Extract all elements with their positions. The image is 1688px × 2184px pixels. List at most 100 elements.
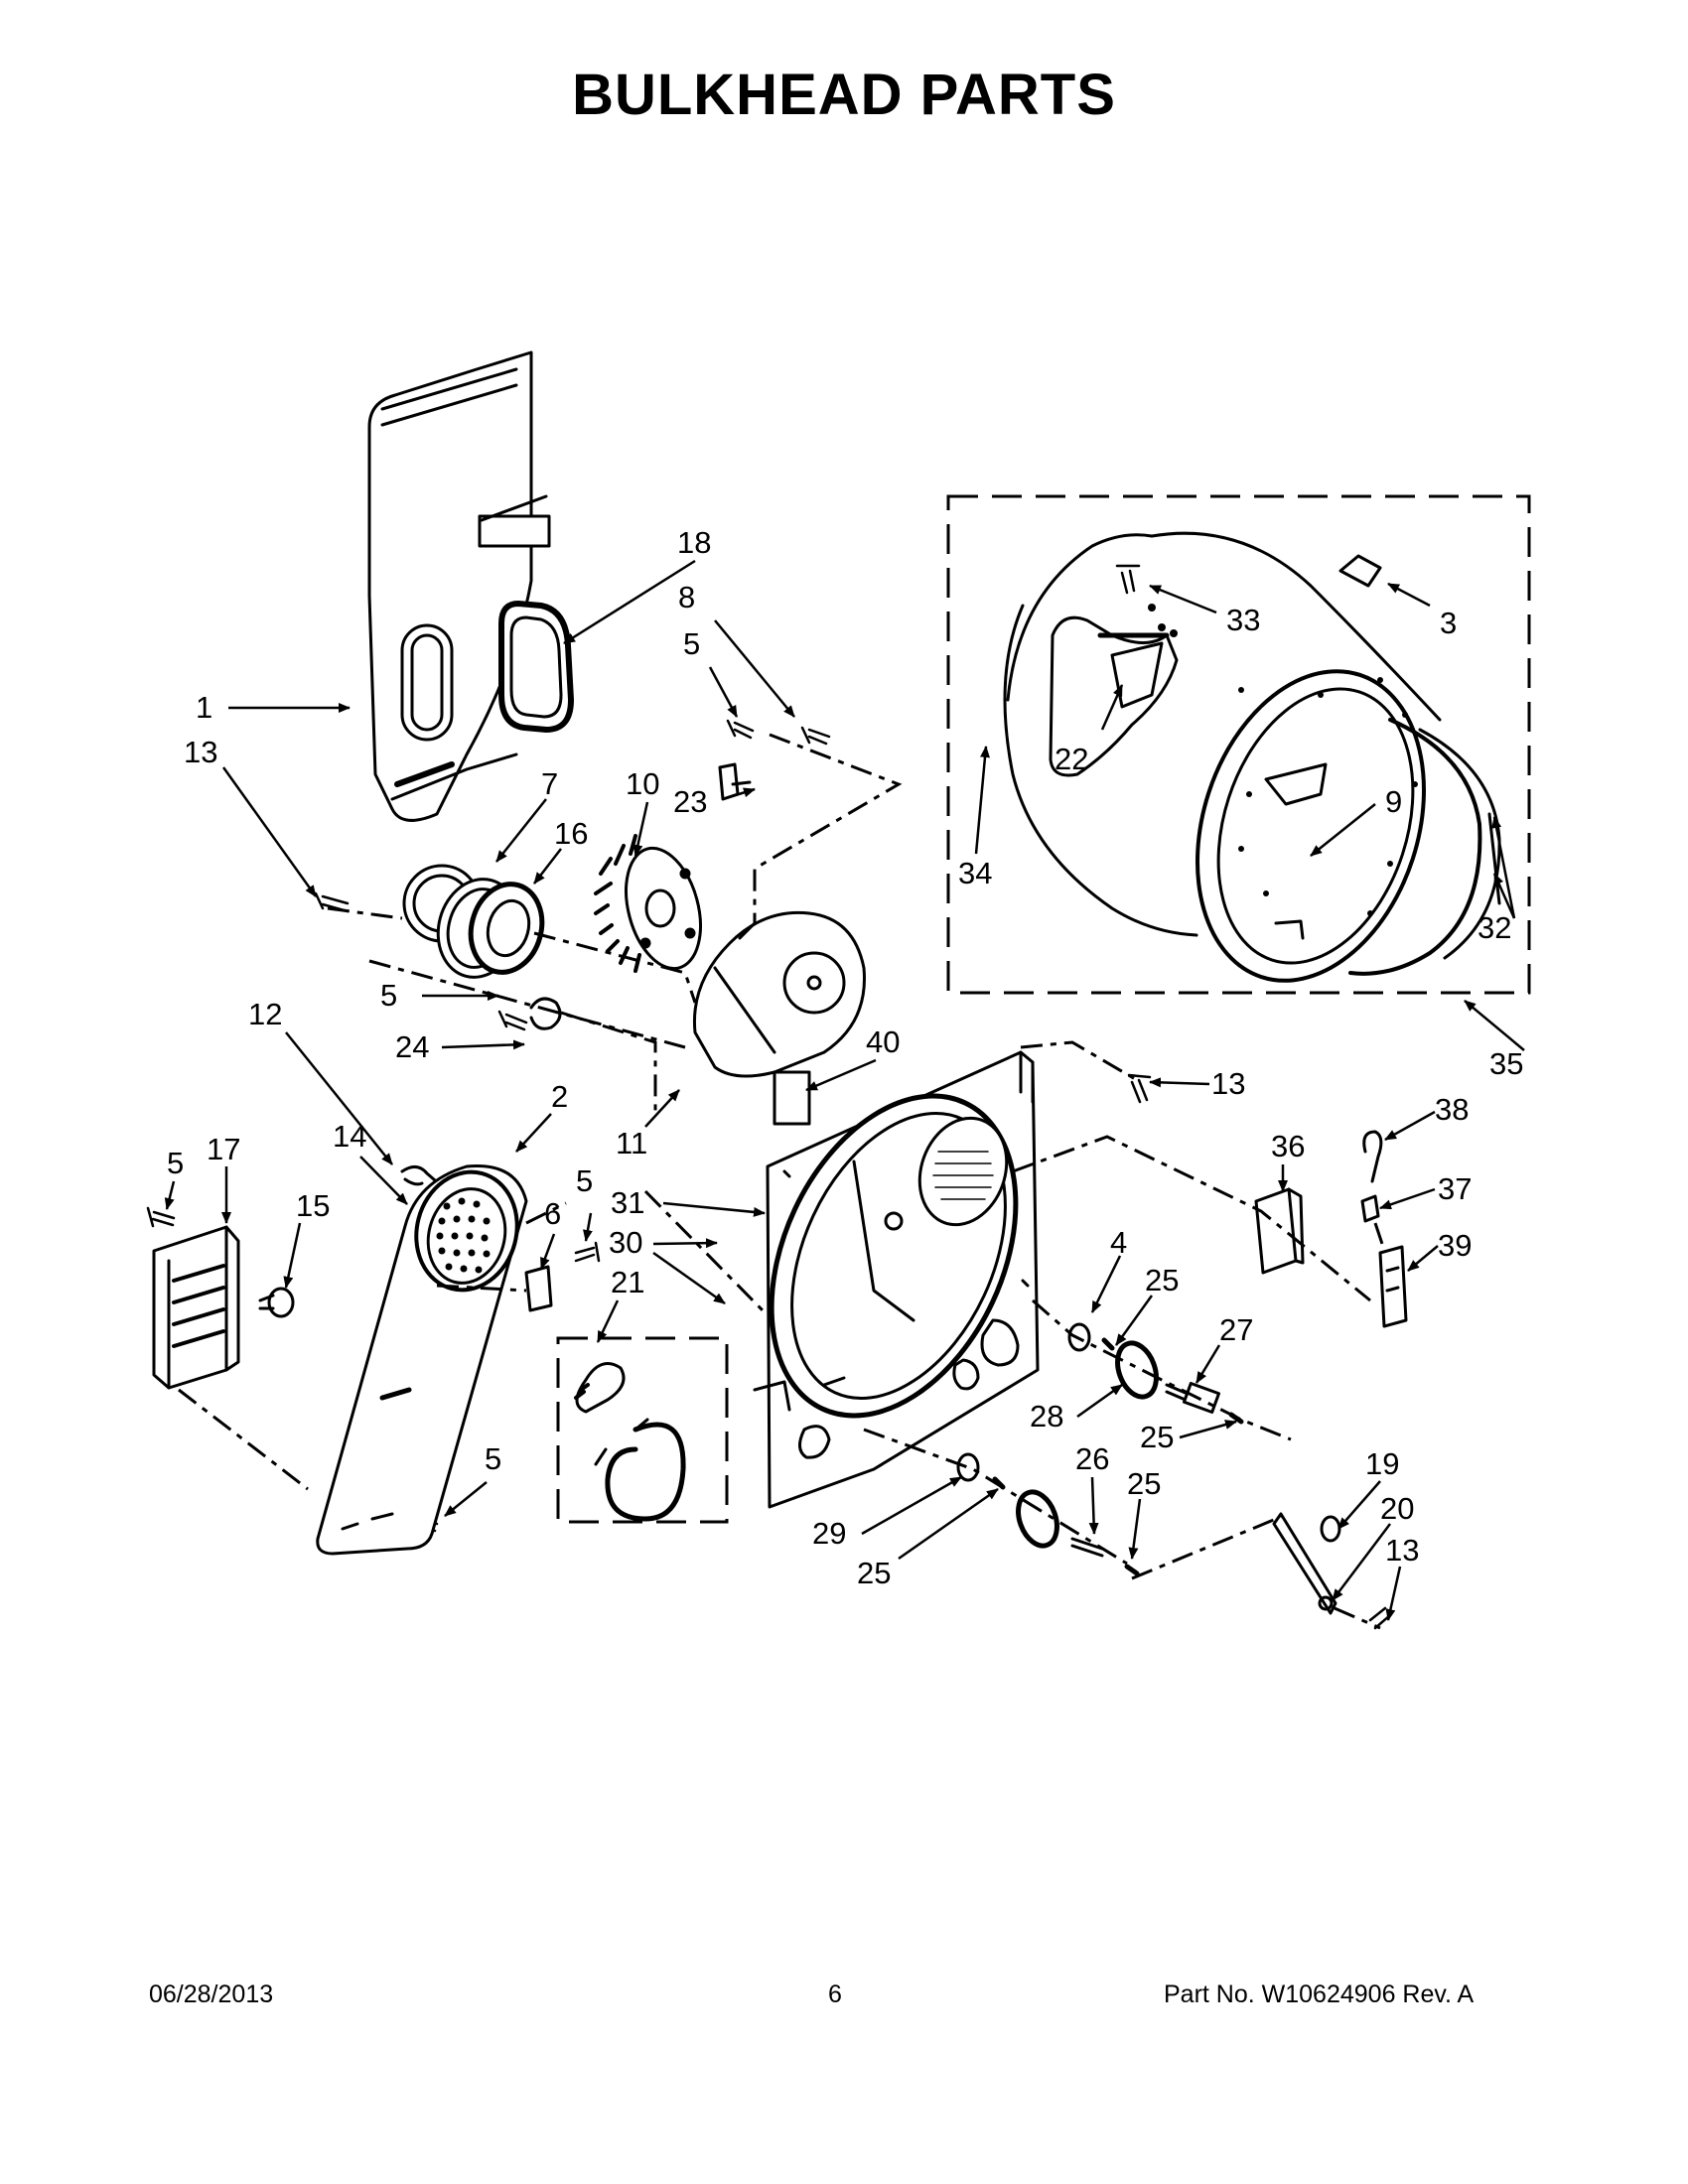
leader-7 <box>495 798 547 863</box>
leader-11 <box>644 1089 680 1128</box>
dashed-line-3 <box>327 906 403 920</box>
drum-group-box <box>946 494 1531 995</box>
callout-5: 5 <box>167 1146 184 1180</box>
hardware-bracket <box>718 762 752 801</box>
leader-2 <box>515 1113 552 1153</box>
leader-14 <box>359 1156 408 1205</box>
leader-24 <box>441 1039 525 1050</box>
leader-30b <box>652 1251 726 1305</box>
page-title: BULKHEAD PARTS <box>572 63 1116 127</box>
callout-27: 27 <box>1219 1312 1253 1347</box>
callout-31: 31 <box>611 1185 644 1220</box>
callout-16: 16 <box>554 816 588 851</box>
leader-30a <box>652 1238 718 1249</box>
leader-21 <box>596 1299 620 1343</box>
callout-33: 33 <box>1226 603 1260 637</box>
dashed-line-11 <box>1012 1135 1371 1302</box>
dashed-line-5 <box>560 1011 657 1112</box>
callout-34: 34 <box>958 856 992 890</box>
callout-21: 21 <box>611 1265 644 1299</box>
callout-20: 20 <box>1380 1491 1414 1526</box>
leader-28 <box>1076 1383 1123 1419</box>
callout-36: 36 <box>1271 1129 1305 1163</box>
callout-13: 13 <box>184 735 217 769</box>
thermostat <box>258 1287 295 1318</box>
leader-37 <box>1379 1187 1436 1210</box>
callout-10: 10 <box>626 766 659 801</box>
heater-assembly <box>152 1225 240 1390</box>
dashed-line-16 <box>1373 1222 1387 1254</box>
dashed-line-4 <box>753 733 903 923</box>
leader-5d <box>583 1212 593 1242</box>
leader-5e <box>444 1481 488 1517</box>
leader-40 <box>805 1058 877 1092</box>
leader-18 <box>563 559 696 645</box>
dashed-line-15 <box>1334 1606 1381 1630</box>
leader-25b <box>1179 1420 1237 1439</box>
label-40 <box>773 1070 811 1126</box>
idler-pulley-assembly <box>956 1322 1244 1576</box>
leader-12 <box>285 1031 393 1165</box>
callout-25: 25 <box>1140 1420 1174 1454</box>
leader-4 <box>1090 1255 1122 1313</box>
dashed-line-2 <box>368 959 686 1049</box>
callout-24: 24 <box>395 1029 429 1064</box>
footer-date: 06/28/2013 <box>149 1980 274 2008</box>
callout-12: 12 <box>248 997 282 1031</box>
footer-page-number: 6 <box>828 1980 842 2008</box>
callout-7: 7 <box>541 766 558 801</box>
leader-23 <box>722 787 756 801</box>
blower-housing <box>692 910 866 1078</box>
callout-18: 18 <box>677 525 711 560</box>
callout-25: 25 <box>857 1556 891 1590</box>
leader-20 <box>1332 1523 1391 1601</box>
small-hardware <box>400 997 562 1188</box>
callout-25: 25 <box>1145 1263 1179 1297</box>
wire-harness <box>574 1362 686 1522</box>
callout-14: 14 <box>333 1119 366 1154</box>
callout-5: 5 <box>683 626 700 661</box>
callout-15: 15 <box>296 1188 330 1223</box>
callout-23: 23 <box>673 784 707 819</box>
callout-8: 8 <box>678 580 695 614</box>
leader-5a <box>708 666 739 718</box>
callout-3: 3 <box>1440 606 1457 640</box>
leader-29 <box>861 1475 962 1536</box>
leader-16 <box>533 848 562 885</box>
leader-34 <box>974 746 990 855</box>
leader-25c <box>1128 1498 1142 1560</box>
dashed-line-1 <box>533 931 697 1004</box>
blower-housing-seal <box>436 878 545 979</box>
leader-33 <box>1149 584 1217 614</box>
leader-15 <box>283 1222 302 1289</box>
callout-40: 40 <box>866 1024 900 1059</box>
callout-39: 39 <box>1438 1228 1472 1263</box>
leader-10 <box>633 801 649 857</box>
leader-19 <box>1337 1480 1381 1530</box>
callout-32: 32 <box>1477 910 1511 945</box>
dashed-line-10 <box>1020 1040 1138 1082</box>
callout-5: 5 <box>485 1441 501 1476</box>
callout-37: 37 <box>1438 1171 1472 1206</box>
leader-27 <box>1195 1344 1221 1384</box>
callout-28: 28 <box>1030 1399 1063 1433</box>
dashed-line-8 <box>525 1201 567 1225</box>
leader-32b <box>1491 816 1516 919</box>
callout-25: 25 <box>1127 1466 1161 1501</box>
harness-group-box <box>556 1336 729 1524</box>
leader-31 <box>662 1201 766 1217</box>
leader-25d <box>898 1487 999 1561</box>
leader-32a <box>1492 873 1516 919</box>
callout-labels: 1 13 18 8 5 23 7 16 10 5 24 12 2 11 14 5… <box>167 525 1523 1590</box>
callout-17: 17 <box>207 1132 240 1166</box>
callout-6: 6 <box>544 1196 561 1231</box>
dashed-line-9 <box>643 1189 767 1314</box>
door-seal <box>498 601 574 733</box>
callout-5: 5 <box>576 1163 593 1198</box>
leader-26 <box>1088 1476 1099 1535</box>
leader-25a <box>1114 1295 1154 1346</box>
leader-5c <box>164 1180 176 1210</box>
callout-29: 29 <box>812 1516 846 1551</box>
rear-bulkhead <box>753 1050 1040 1509</box>
